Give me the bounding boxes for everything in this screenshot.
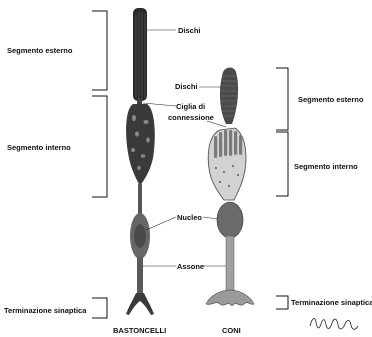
- label-cone-outer-segment: Segmento esterno: [298, 95, 364, 104]
- label-rod-synaptic-terminal: Terminazione sinaptica: [4, 306, 87, 315]
- bracket-cone-outer-segment: [276, 68, 288, 130]
- label-rod-inner-segment: Segmento interno: [7, 143, 71, 152]
- rod-axon: [137, 257, 143, 295]
- bracket-cone-synaptic-terminal: [276, 296, 288, 309]
- label-connecting-cilium: Ciglia di: [176, 102, 205, 111]
- bracket-cone-inner-segment: [276, 132, 288, 196]
- pointer-nucleus-cone: [203, 217, 218, 219]
- label-cone-discs: Dischi: [175, 82, 198, 91]
- rod-cell: [126, 8, 155, 315]
- label-rod-discs: Dischi: [178, 26, 201, 35]
- bracket-rod-synaptic-terminal: [92, 298, 107, 318]
- rod-outer-fiber: [138, 184, 142, 214]
- label-rod-outer-segment: Segmento esterno: [7, 46, 73, 55]
- label-cone-inner-segment: Segmento interno: [294, 162, 358, 171]
- rod-synaptic-terminal: [126, 293, 154, 315]
- cone-axon: [226, 236, 234, 290]
- label-axon: Assone: [177, 262, 204, 271]
- bracket-rod-inner-segment: [92, 96, 107, 197]
- caption-cones: CONI: [222, 326, 241, 335]
- pointer-nucleus-rod: [146, 217, 176, 230]
- artist-signature: [310, 319, 358, 330]
- label-nucleus: Nucleo: [177, 213, 202, 222]
- label-cone-synaptic-terminal: Terminazione sinaptica: [291, 298, 372, 307]
- label-connecting-cilium-2: connessione: [168, 113, 214, 122]
- bracket-rod-outer-segment: [92, 11, 107, 90]
- caption-rods: BASTONCELLI: [113, 326, 166, 335]
- cone-cell: [206, 68, 254, 307]
- rod-inner-segment: [126, 104, 155, 186]
- cone-nucleus: [217, 202, 243, 238]
- cone-synaptic-pedicle: [206, 290, 254, 306]
